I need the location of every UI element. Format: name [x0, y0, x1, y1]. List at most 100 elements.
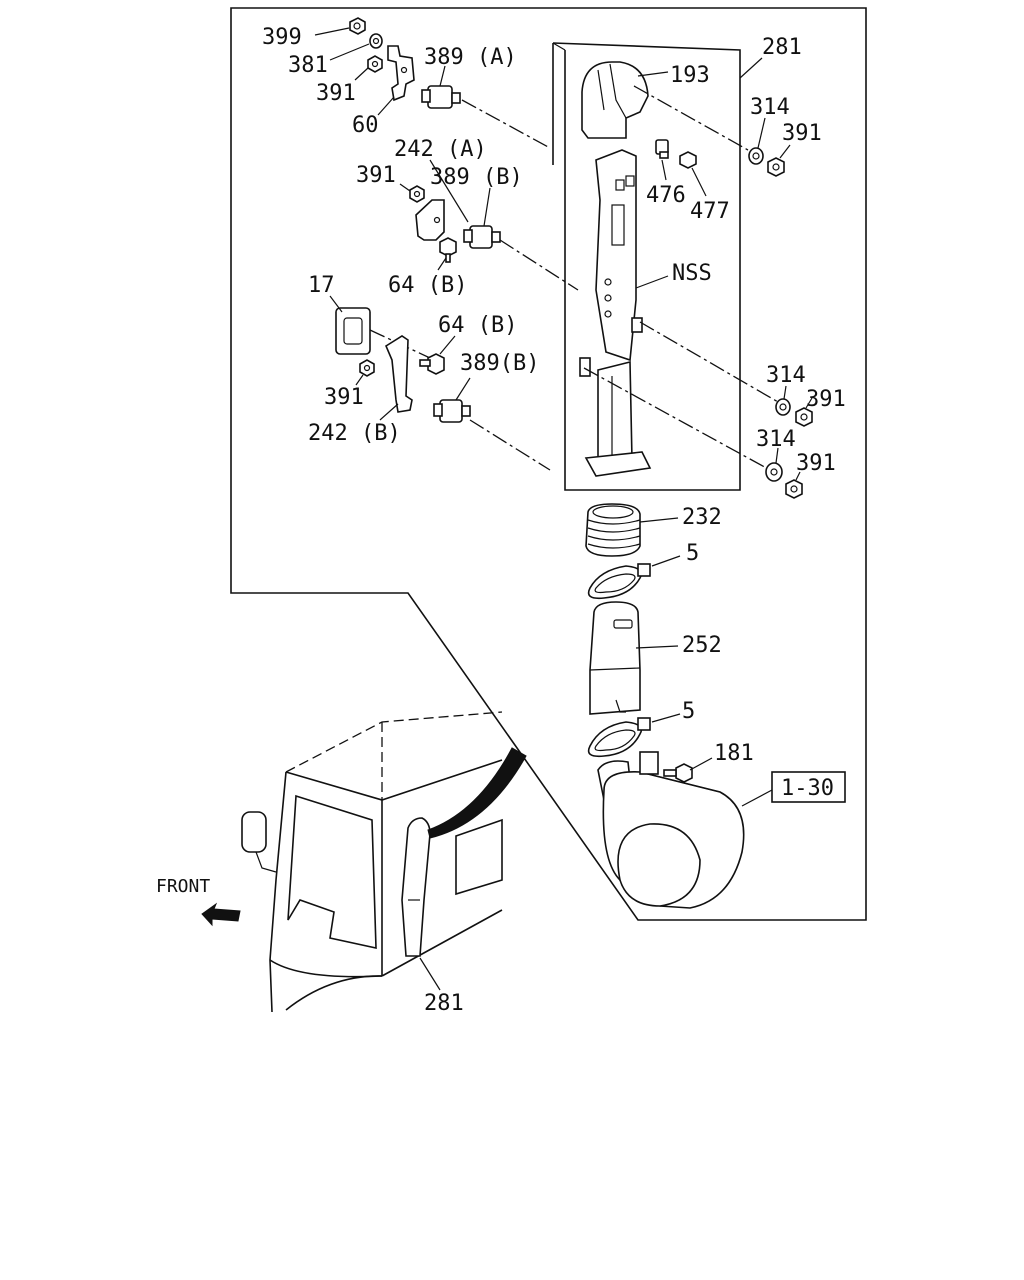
leader-181 [689, 757, 713, 771]
nut-391-b-icon [795, 407, 813, 427]
duct-base [584, 451, 652, 477]
washer-314-c-icon [765, 462, 783, 482]
leader-64b-mid [439, 335, 456, 355]
screw-477-icon [679, 151, 697, 169]
leader-314-c [775, 447, 779, 464]
dashline-389b-top [499, 239, 579, 291]
label-391-low: 391 [324, 385, 364, 410]
rubber-mount-389a-icon [421, 85, 461, 109]
label-391-a: 391 [782, 121, 822, 146]
leader-389a [439, 65, 446, 87]
label-181: 181 [714, 741, 754, 766]
leader-391-low [355, 374, 364, 386]
frame-corner [552, 42, 566, 51]
nut-391-low-icon [359, 359, 375, 377]
leader-391-mid [399, 183, 411, 192]
washer-381-icon [369, 33, 383, 49]
label-281-low: 281 [424, 991, 464, 1016]
label-nss: NSS [672, 261, 712, 286]
cab-wheel-arch [285, 975, 383, 1011]
clip-476-icon [655, 139, 669, 159]
label-399: 399 [262, 25, 302, 50]
label-232: 232 [682, 505, 722, 530]
cab-top-edge [285, 759, 503, 801]
label-5-low: 5 [682, 699, 695, 724]
bracket-60-icon [387, 45, 415, 102]
cab-view [241, 711, 527, 1013]
leader-64b-top [437, 257, 447, 271]
front-arrow-icon [201, 902, 241, 927]
label-17: 17 [308, 273, 335, 298]
leader-381 [329, 43, 370, 61]
leader-391-c [795, 471, 801, 481]
label-381: 381 [288, 53, 328, 78]
label-314-b: 314 [766, 363, 806, 388]
leader-281-top [739, 57, 763, 79]
mirror-arm [255, 851, 277, 873]
leader-1-30 [741, 789, 773, 807]
label-front: FRONT [156, 876, 210, 897]
duct-swoosh [427, 747, 527, 839]
label-314-a: 314 [750, 95, 790, 120]
bolt-64b-mid-icon [419, 353, 445, 375]
leader-242a [429, 159, 469, 223]
dashline-389a [461, 99, 551, 149]
label-477: 477 [690, 199, 730, 224]
label-391-b: 391 [806, 387, 846, 412]
leader-252 [635, 645, 679, 649]
main-frame [230, 7, 867, 921]
leader-5-low [651, 713, 681, 723]
leader-399 [314, 27, 350, 36]
cap-193-ridge-2 [597, 69, 605, 111]
cab-side-bottom [381, 909, 503, 977]
duct-lower-pipe [597, 360, 633, 463]
dashline-389b-low [469, 419, 551, 471]
bolt-181-icon [663, 763, 693, 783]
duct-bracket-left [579, 357, 591, 377]
nut-391-top-icon [367, 55, 383, 73]
label-252: 252 [682, 633, 722, 658]
assembly-281-frame [552, 42, 741, 491]
leader-314-b [783, 385, 787, 400]
leader-17 [329, 295, 343, 313]
leader-391-b [805, 397, 813, 409]
nut-391-mid-icon [409, 185, 425, 203]
label-60: 60 [352, 113, 379, 138]
leader-314-a [757, 117, 766, 149]
cab-front-edge [269, 771, 287, 1013]
duct-hole-3 [604, 310, 612, 318]
duct-port-2 [625, 175, 635, 187]
label-391-c: 391 [796, 451, 836, 476]
label-64b-mid: 64 (B) [438, 313, 517, 338]
leader-389b-low [455, 377, 471, 401]
label-389b-top: 389 (B) [430, 165, 523, 190]
leader-476 [661, 159, 667, 181]
duct-upper-body [595, 149, 637, 362]
bolt-64b-top-icon [439, 237, 457, 263]
leader-242b [379, 403, 399, 421]
label-242b: 242 (B) [308, 421, 401, 446]
nut-399-icon [349, 17, 366, 35]
duct-hole-2 [604, 294, 612, 302]
cab-duct-281 [401, 817, 431, 957]
side-window [455, 818, 503, 896]
duct-port-1 [615, 179, 625, 191]
ref-box-1-30 [771, 771, 846, 803]
cap-193-icon [581, 61, 649, 139]
label-242a: 242 (A) [394, 137, 487, 162]
label-391-top: 391 [316, 81, 356, 106]
bracket-242a-icon [415, 199, 445, 241]
washer-314-a-icon [748, 147, 764, 165]
cab-front-bottom [269, 959, 383, 978]
duct-hole-1 [604, 278, 612, 286]
hose-252-icon [589, 601, 641, 715]
leader-477 [691, 167, 707, 197]
leader-281-low [419, 957, 441, 991]
dashline-193 [633, 85, 749, 151]
label-476: 476 [646, 183, 686, 208]
duct-slot [611, 204, 625, 246]
label-64b-top: 64 (B) [388, 273, 467, 298]
dashline-314-b [639, 321, 779, 403]
plate-17-icon [335, 307, 371, 355]
